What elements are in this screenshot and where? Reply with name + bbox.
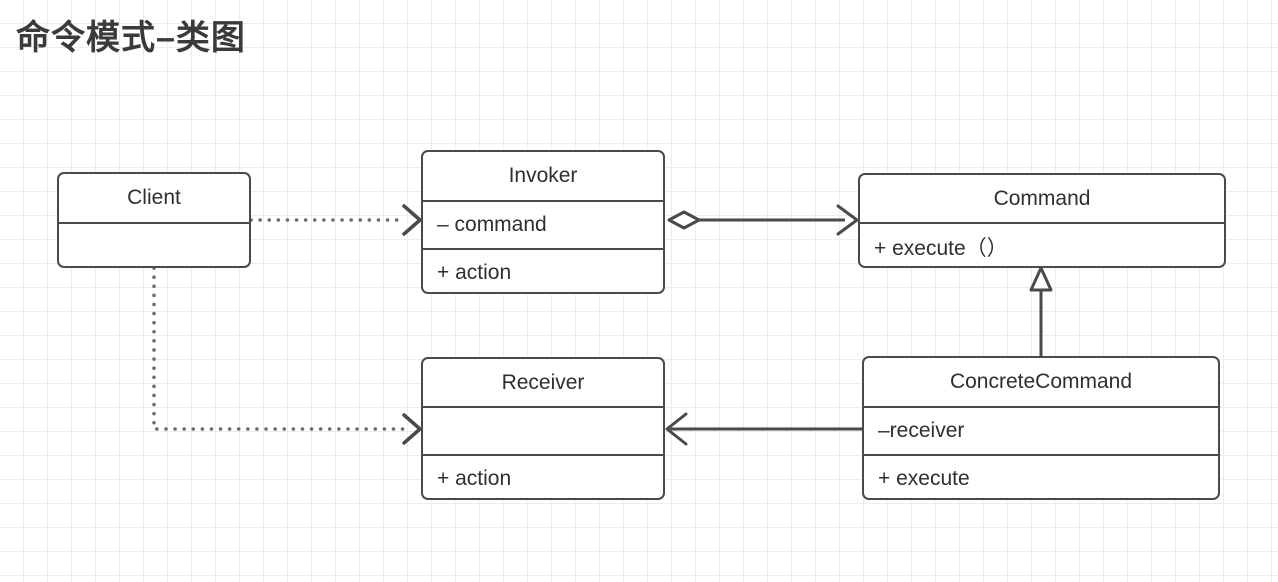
relation-client-to-receiver [152,266,422,445]
uml-class-concrete-command-title: ConcreteCommand [949,370,1133,393]
relation-invoker-to-command [667,204,859,236]
uml-class-receiver[interactable]: Receiver + action [421,357,665,500]
uml-class-command-title: Command [993,186,1091,210]
uml-class-invoker-title: Invoker [508,164,578,187]
uml-class-command[interactable]: Command + execute（） [858,173,1226,268]
uml-class-client[interactable]: Client [57,172,251,268]
uml-class-invoker-member-1: – command [423,200,663,248]
uml-class-client-member-1 [59,222,249,266]
page-title: 命令模式–类图 [16,19,246,57]
uml-class-concrete-command-member-1: –receiver [864,406,1218,454]
relation-concretecommand-to-command [1029,266,1053,356]
uml-class-client-title: Client [127,186,181,209]
uml-class-concrete-command[interactable]: ConcreteCommand –receiver+ execute [862,356,1220,500]
uml-class-receiver-title: Receiver [501,370,585,394]
uml-class-concrete-command-member-2: + execute [864,454,1218,498]
uml-class-command-member-1: + execute（） [860,222,1224,266]
uml-class-invoker[interactable]: Invoker – command+ action [421,150,665,294]
uml-class-receiver-member-1 [423,406,663,454]
uml-class-invoker-member-2: + action [423,248,663,292]
uml-class-receiver-member-2: + action [423,454,663,498]
relation-concretecommand-to-receiver [665,412,862,446]
relation-client-to-invoker [249,204,422,236]
